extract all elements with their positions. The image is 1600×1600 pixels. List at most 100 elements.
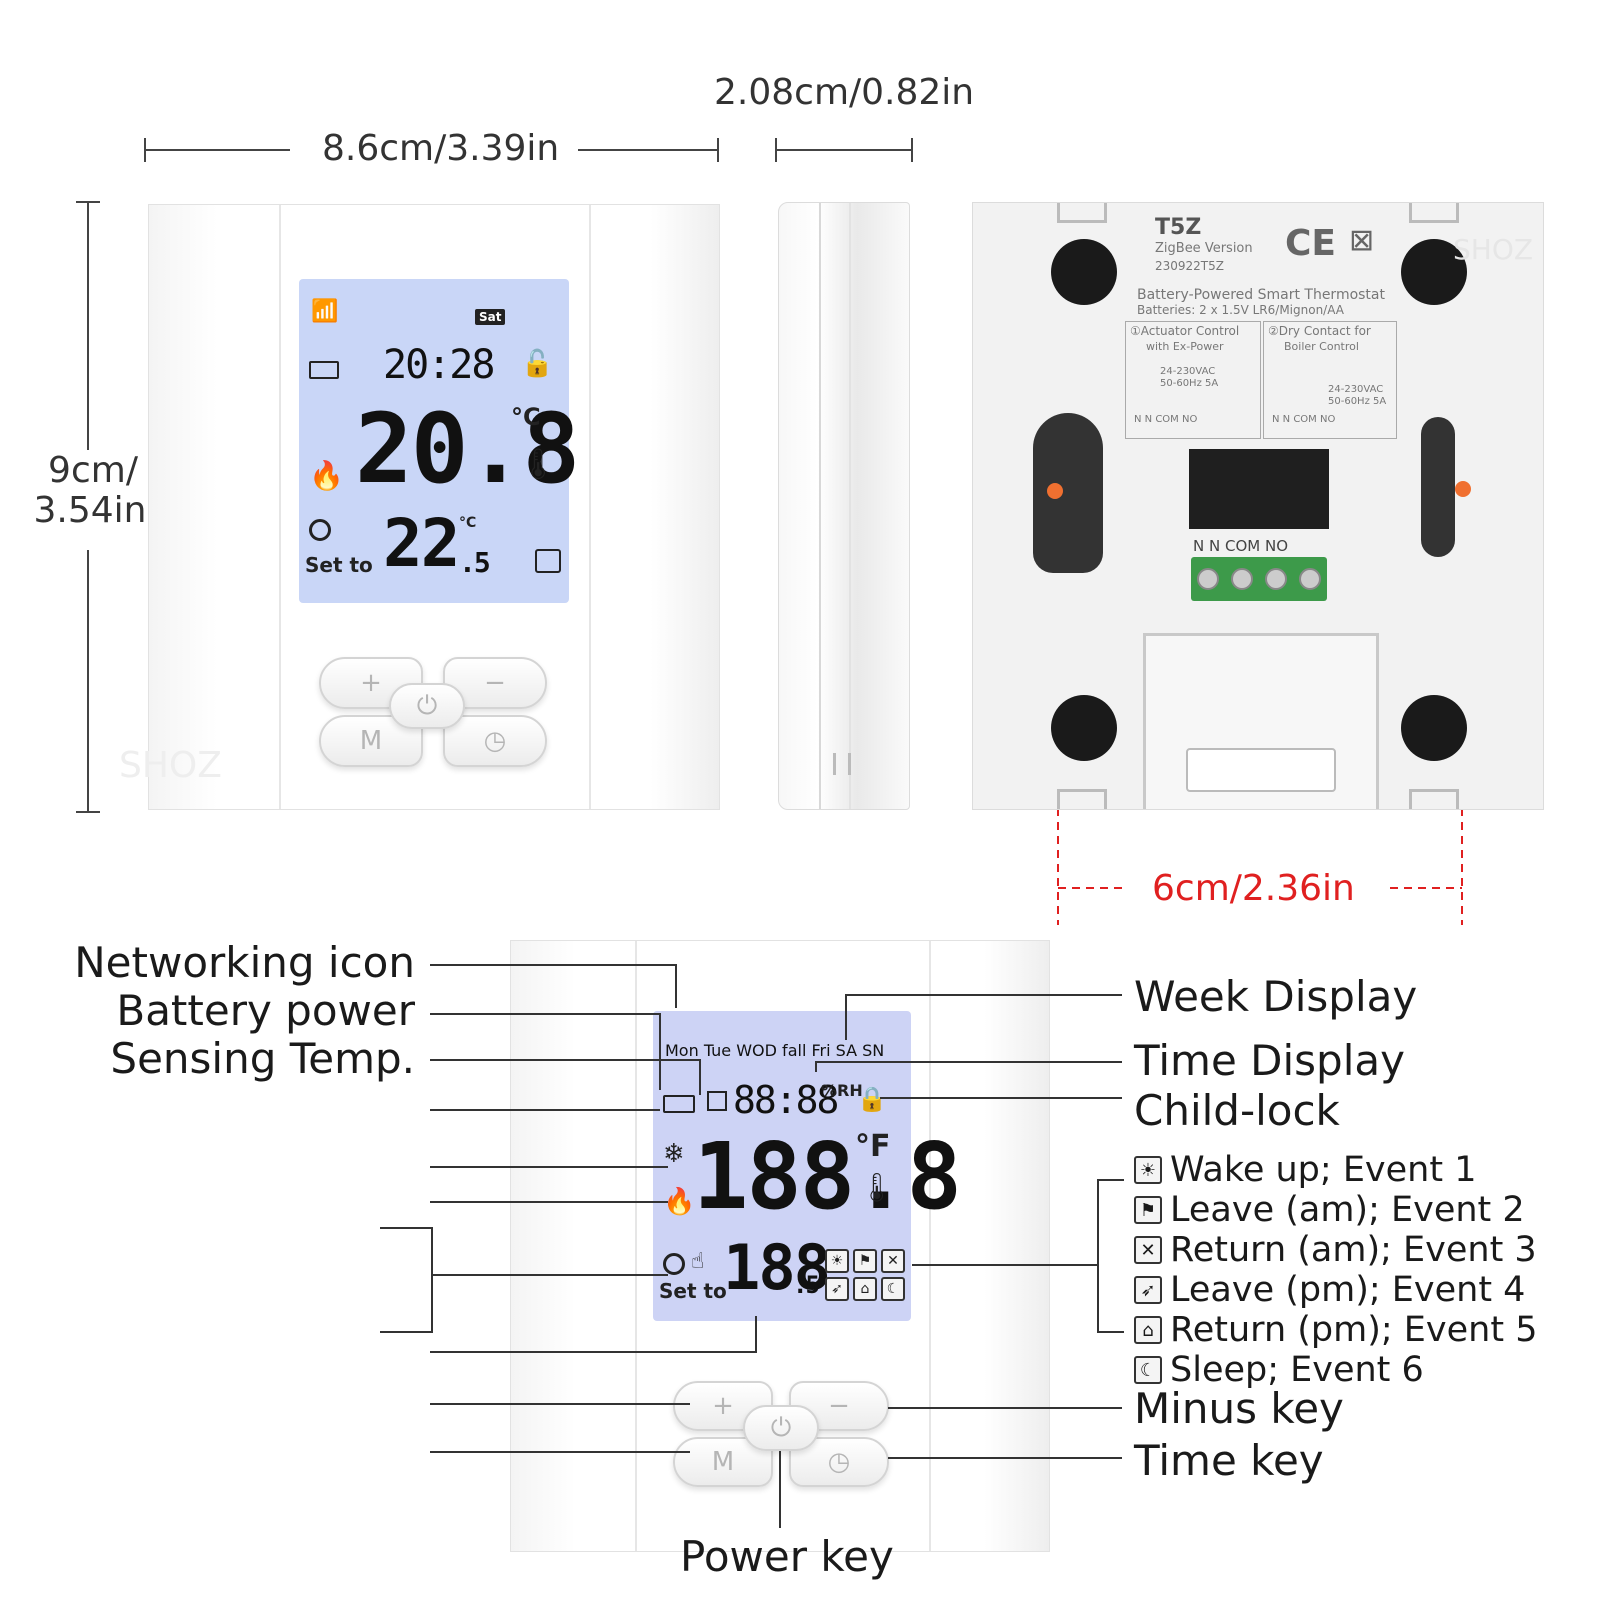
- leave-pm-icon: ➶: [1134, 1276, 1162, 1304]
- keyhole-slot-right: [1421, 417, 1455, 557]
- leave-am-icon: ⚑: [853, 1249, 877, 1273]
- clock-icon: [663, 1253, 685, 1275]
- minus-key-label: Minus key: [1134, 1384, 1344, 1433]
- main-digits: 188.8: [693, 1123, 962, 1230]
- actuator-label: ①Actuator Control: [1130, 324, 1240, 338]
- actuator-rating-1: 24-230VAC: [1160, 366, 1216, 377]
- return-am-icon: ✕: [881, 1249, 905, 1273]
- set-to-label: Set to: [659, 1279, 727, 1303]
- leave-pm-icon: ➶: [825, 1277, 849, 1301]
- event-item: ✕ Return (am); Event 3: [1134, 1230, 1537, 1270]
- snowflake-icon: ❄: [663, 1139, 685, 1169]
- product-label: Battery-Powered Smart Thermostat: [1137, 287, 1385, 303]
- minus-button[interactable]: −: [789, 1381, 889, 1431]
- relay-module: [1189, 449, 1329, 529]
- thermometer-icon: 🌡: [859, 1171, 895, 1204]
- clock-button[interactable]: ◷: [443, 715, 547, 767]
- power-button[interactable]: ⏻: [743, 1405, 819, 1451]
- networking-icon-label: Networking icon: [74, 938, 415, 987]
- actuator-rating-2: 50-60Hz 5A: [1160, 378, 1219, 389]
- wake-icon: ☀: [1134, 1156, 1162, 1184]
- mount-hole: [1401, 695, 1467, 761]
- event-label: Return (pm); Event 5: [1170, 1310, 1538, 1350]
- event-item: ⌂ Return (pm); Event 5: [1134, 1310, 1537, 1350]
- actuator-sub-label: with Ex-Power: [1146, 340, 1224, 353]
- time-display: 20:28: [383, 342, 495, 388]
- time-display-label: Time Display: [1134, 1036, 1405, 1085]
- lock-icon: 🔓: [521, 349, 554, 379]
- mount-spacing-dimension: 6cm/2.36in: [1152, 868, 1355, 909]
- dry-contact-label: ②Dry Contact for: [1268, 324, 1371, 338]
- mount-point-right: [1455, 481, 1471, 497]
- thermometer-icon: 🌡: [519, 447, 558, 482]
- return-am-icon: ✕: [1134, 1236, 1162, 1264]
- battery-power-label: Battery power: [116, 986, 415, 1035]
- main-unit: °F: [855, 1129, 891, 1164]
- hand-icon: ☝: [691, 1249, 705, 1274]
- week-display-label: Week Display: [1134, 972, 1418, 1021]
- dry-contact-sub-label: Boiler Control: [1284, 340, 1359, 353]
- flame-icon: 🔥: [309, 459, 344, 492]
- wake-icon: ☀: [825, 1249, 849, 1273]
- depth-dimension: 2.08cm/0.82in: [714, 72, 975, 113]
- room-temperature: 20.8: [355, 393, 580, 505]
- set-temperature-decimal: .5: [459, 546, 491, 579]
- side-view: [778, 202, 910, 810]
- mode-button[interactable]: M: [673, 1437, 773, 1487]
- set-to-label: Set to: [305, 553, 373, 577]
- height-dimension-line1: 9cm/: [48, 450, 138, 491]
- back-view: T5Z ZigBee Version 230922T5Z CE ⊠ Batter…: [972, 202, 1544, 810]
- front-view: SHOZ 📶 Sat 20:28 🔓 20.8 °C 🌡 🔥 Set to 22…: [119, 204, 720, 810]
- event-icon-grid: ☀ ⚑ ✕ ➶ ⌂ ☾: [825, 1249, 905, 1301]
- set-decimal: .5: [793, 1271, 820, 1299]
- back-watermark: SHOZ: [1453, 233, 1534, 266]
- event-label: Leave (am); Event 2: [1170, 1190, 1525, 1230]
- event-label: Leave (pm); Event 4: [1170, 1270, 1526, 1310]
- keyhole-slot-left: [1033, 413, 1103, 573]
- leave-am-icon: ⚑: [1134, 1196, 1162, 1224]
- wifi-icon: 📶: [311, 299, 339, 324]
- event-label: Wake up; Event 1: [1170, 1150, 1477, 1190]
- mount-point-left: [1047, 483, 1063, 499]
- mount-hole: [1051, 695, 1117, 761]
- weee-icon: ⊠: [1349, 223, 1375, 258]
- day-indicator: Sat: [475, 309, 506, 325]
- dry-contact-wiring-box: ②Dry Contact for Boiler Control 24-230VA…: [1263, 321, 1397, 439]
- annotated-view: Mon Tue WOD fall Fri SA SN 88:88 %RH 🔒 ❄…: [510, 940, 1050, 1552]
- event-label: Sleep; Event 6: [1170, 1350, 1424, 1390]
- sleep-icon: ☾: [1134, 1356, 1162, 1384]
- event-item: ⚑ Leave (am); Event 2: [1134, 1190, 1537, 1230]
- terminal-labels: N N COM NO: [1193, 537, 1288, 555]
- power-key-label: Power key: [680, 1532, 894, 1581]
- sensor-icon: [707, 1091, 727, 1111]
- actuator-terminals: N N COM NO: [1134, 414, 1198, 425]
- mode-button[interactable]: M: [319, 715, 423, 767]
- batteries-label: Batteries: 2 x 1.5V LR6/Mignon/AA: [1137, 303, 1344, 317]
- week-display-row: Mon Tue WOD fall Fri SA SN: [665, 1041, 885, 1060]
- event-list: ☀ Wake up; Event 1 ⚑ Leave (am); Event 2 ✕…: [1134, 1150, 1537, 1390]
- clock-icon: [309, 519, 331, 541]
- battery-icon: [309, 361, 339, 379]
- version-label: ZigBee Version: [1155, 241, 1253, 256]
- width-dimension: 8.6cm/3.39in: [322, 128, 560, 169]
- dry-terminals: N N COM NO: [1272, 414, 1336, 425]
- event-label: Return (am); Event 3: [1170, 1230, 1537, 1270]
- sleep-event-icon: [535, 549, 561, 573]
- power-button[interactable]: ⏻: [389, 683, 465, 729]
- mount-hole: [1401, 239, 1467, 305]
- return-pm-icon: ⌂: [1134, 1316, 1162, 1344]
- time-key-label: Time key: [1134, 1436, 1324, 1485]
- battery-icon: [663, 1095, 695, 1113]
- child-lock-label: Child-lock: [1134, 1086, 1340, 1135]
- return-pm-icon: ⌂: [853, 1277, 877, 1301]
- dry-rating-2: 50-60Hz 5A: [1328, 396, 1387, 407]
- sensing-temp-label: Sensing Temp.: [110, 1034, 415, 1083]
- set-temperature: 22: [383, 505, 460, 582]
- event-item: ☀ Wake up; Event 1: [1134, 1150, 1537, 1190]
- event-item: ☾ Sleep; Event 6: [1134, 1350, 1537, 1390]
- battery-compartment: [1143, 633, 1379, 809]
- front-lcd: 📶 Sat 20:28 🔓 20.8 °C 🌡 🔥 Set to 22 .5 °…: [299, 279, 580, 603]
- ce-mark: CE: [1285, 223, 1337, 264]
- sleep-icon: ☾: [881, 1277, 905, 1301]
